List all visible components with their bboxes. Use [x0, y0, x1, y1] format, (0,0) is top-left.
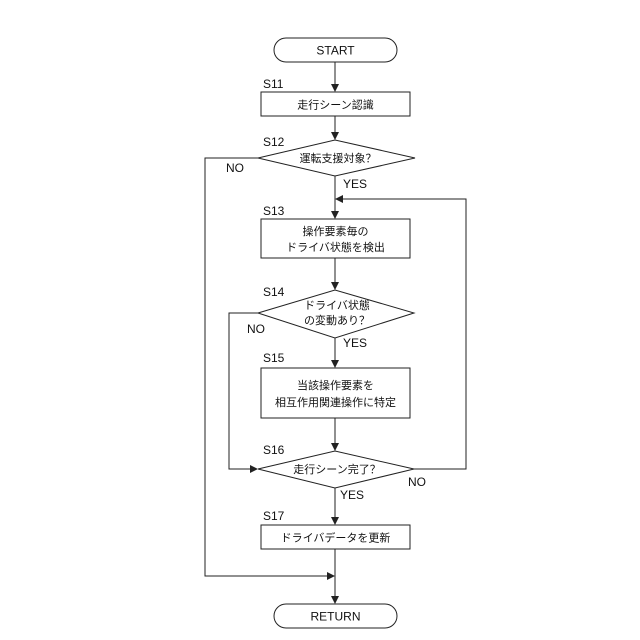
start-label: START	[316, 44, 355, 58]
decision-s12-id: S12	[263, 135, 285, 149]
return-terminal: RETURN	[274, 604, 397, 628]
decision-s16: S16 走行シーン完了？ NO YES	[258, 443, 426, 502]
connector-s14-no	[229, 313, 258, 469]
decision-s12: S12 運転支援対象？ NO YES	[226, 135, 415, 191]
step-s17-text: ドライバデータを更新	[281, 531, 391, 545]
step-s17-id: S17	[263, 509, 285, 523]
step-s13-id: S13	[263, 204, 285, 218]
decision-s16-yes-label: YES	[340, 488, 364, 502]
decision-s16-id: S16	[263, 443, 285, 457]
step-s11-text: 走行シーン認識	[297, 98, 373, 112]
step-s11-id: S11	[263, 77, 284, 91]
decision-s12-yes-label: YES	[343, 177, 367, 191]
decision-s14-text-line1: ドライバ状態	[304, 298, 370, 312]
decision-s16-no-label: NO	[408, 475, 426, 489]
start-terminal: START	[274, 38, 397, 62]
step-s13-text-line1: 操作要素毎の	[303, 224, 369, 238]
decision-s12-text: 運転支援対象？	[300, 151, 377, 165]
decision-s14-text-line2: の変動あり？	[304, 313, 370, 327]
decision-s14-no-label: NO	[247, 322, 265, 336]
decision-s16-text: 走行シーン完了？	[293, 462, 380, 476]
return-label: RETURN	[311, 610, 361, 624]
decision-s14-yes-label: YES	[343, 336, 367, 350]
step-s15-text-line1: 当該操作要素を	[297, 378, 374, 392]
decision-s12-no-label: NO	[226, 161, 244, 175]
step-s15-text-line2: 相互作用関連操作に特定	[275, 395, 396, 409]
step-s13-text-line2: ドライバ状態を検出	[286, 240, 385, 254]
decision-s14: S14 ドライバ状態 の変動あり？ NO YES	[247, 285, 414, 350]
decision-s14-id: S14	[263, 285, 285, 299]
step-s15-id: S15	[263, 351, 285, 365]
